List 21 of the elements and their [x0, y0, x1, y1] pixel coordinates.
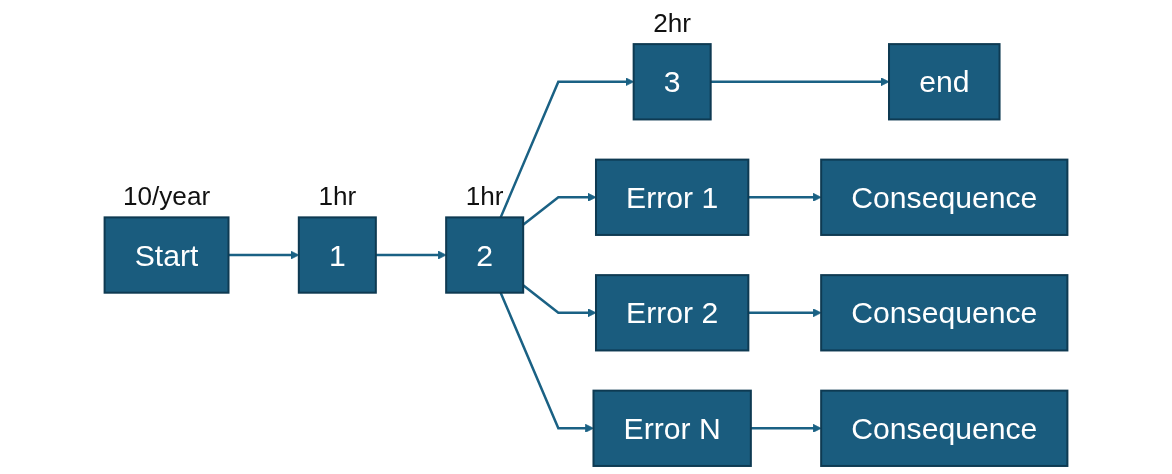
duration-label: 2hr: [653, 8, 692, 39]
arrow: [499, 292, 594, 433]
node-box: 3: [632, 43, 712, 121]
arrow: [710, 77, 890, 87]
node-box: end: [888, 43, 1001, 121]
arrow: [748, 192, 822, 202]
node-box: Consequence: [820, 158, 1069, 236]
node-box: Error 2: [595, 274, 750, 352]
node-box: Error 1: [595, 158, 750, 236]
arrow: [748, 308, 822, 318]
duration-label: 1hr: [318, 181, 357, 212]
arrow: [750, 423, 822, 433]
node-box: Consequence: [820, 274, 1069, 352]
duration-label: 10/year: [123, 181, 211, 212]
node-box: Start: [103, 216, 230, 294]
node-box: 2: [445, 216, 525, 294]
node-box: Consequence: [820, 389, 1069, 467]
arrow: [375, 250, 447, 260]
node-box: 1: [297, 216, 377, 294]
duration-label: 1hr: [465, 181, 504, 212]
node-box: Error N: [592, 389, 752, 467]
